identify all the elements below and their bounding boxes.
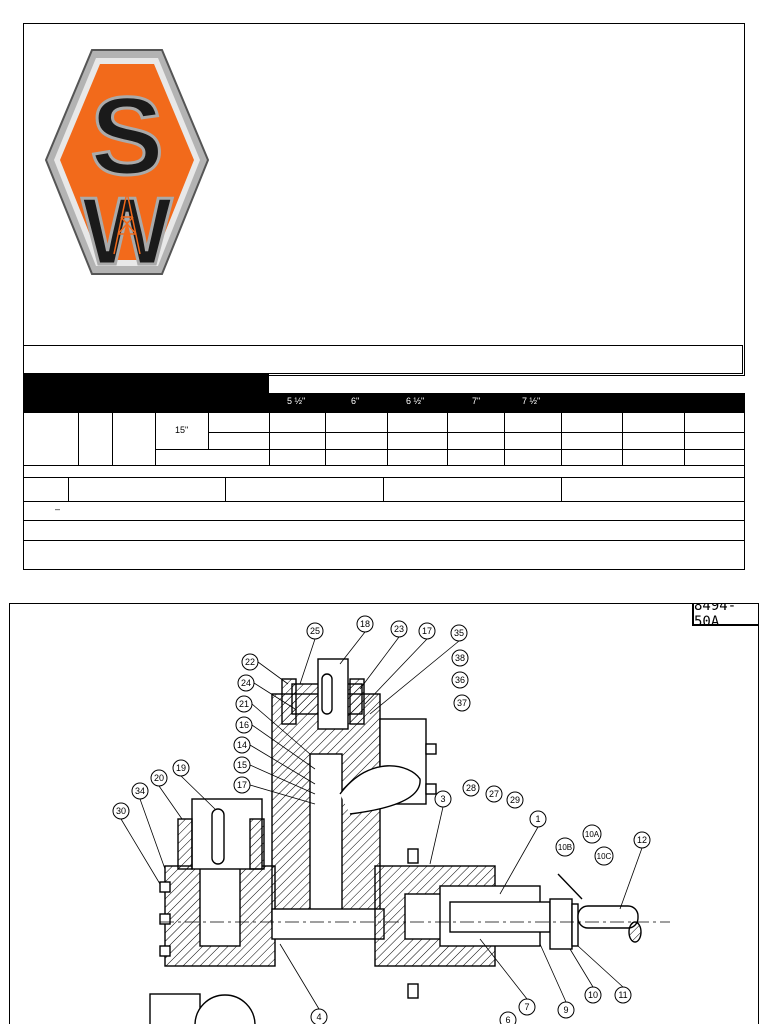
logo-letter-s: S [90,75,163,198]
callout-27: 27 [485,785,503,803]
svg-text:23: 23 [394,624,404,634]
callout-16: 16 [235,716,253,734]
callout-30: 30 [112,802,130,820]
callout-38: 38 [451,649,469,667]
table-header-sizes [269,393,745,412]
svg-text:20: 20 [154,773,164,783]
svg-text:34: 34 [135,786,145,796]
callout-17: 17 [418,622,436,640]
callout-34: 34 [131,782,149,800]
callout-12: 12 [633,831,651,849]
sheet-title-bar [23,345,743,374]
svg-text:12: 12 [637,835,647,845]
svg-text:15: 15 [237,760,247,770]
table-header-left [23,374,269,412]
size-header-7-5: 7 ½" [522,396,541,406]
svg-text:35: 35 [454,628,464,638]
svg-text:10C: 10C [597,852,612,861]
svg-text:10B: 10B [558,843,572,852]
svg-text:24: 24 [241,678,251,688]
assembly-drawing: 8494-50A [9,603,759,1024]
svg-text:4: 4 [316,1012,321,1022]
table-header-group [269,375,745,394]
callout-36: 36 [451,671,469,689]
drawing-number: 8494-50A [692,604,758,630]
company-logo: S W [44,49,210,282]
size-header-5-5: 5 ½" [287,396,306,406]
svg-text:25: 25 [310,626,320,636]
svg-text:36: 36 [455,675,465,685]
callout-10a: 10A [582,824,602,844]
svg-text:17: 17 [237,780,247,790]
callout-35: 35 [450,624,468,642]
callout-4: 4 [310,1008,328,1024]
svg-text:22: 22 [245,657,255,667]
svg-text:9: 9 [563,1005,568,1015]
callout-37: 37 [453,694,471,712]
callout-6: 6 [499,1011,517,1024]
callout-14: 14 [233,736,251,754]
svg-text:7: 7 [524,1002,529,1012]
callout-23: 23 [390,620,408,638]
callout-18: 18 [356,615,374,633]
svg-text:10: 10 [588,990,598,1000]
svg-text:19: 19 [176,763,186,773]
derrick-icon [113,191,141,255]
logo-hexagon [60,64,194,260]
callout-20: 20 [150,769,168,787]
callout-19: 19 [172,759,190,777]
callout-10: 10 [584,986,602,1004]
callout-22: 22 [241,653,259,671]
spec-sheet [23,23,745,570]
callout-21: 21 [235,695,253,713]
callout-1: 1 [529,810,547,828]
callout-24: 24 [237,674,255,692]
callout-7: 7 [518,998,536,1016]
size-header-7: 7" [472,396,481,406]
valve-cross-section: 25 18 23 17 35 22 38 24 36 21 37 16 14 1… [112,615,670,1024]
svg-text:37: 37 [457,698,467,708]
callout-28: 28 [462,779,480,797]
callout-11: 11 [614,986,632,1004]
svg-text:27: 27 [489,789,499,799]
svg-text:1: 1 [535,814,540,824]
svg-text:17: 17 [422,626,432,636]
note-dash: – [55,504,61,514]
svg-text:28: 28 [466,783,476,793]
svg-text:38: 38 [455,653,465,663]
svg-text:29: 29 [510,795,520,805]
svg-text:16: 16 [239,720,249,730]
svg-text:3: 3 [440,794,445,804]
callout-3: 3 [434,790,452,808]
size-header-6-5: 6 ½" [406,396,425,406]
svg-text:18: 18 [360,619,370,629]
callout-25: 25 [306,622,324,640]
svg-text:11: 11 [618,990,627,1000]
svg-text:6: 6 [505,1015,510,1024]
callout-17b: 17 [233,776,251,794]
svg-text:14: 14 [237,740,247,750]
callout-9: 9 [557,1001,575,1019]
callout-15: 15 [233,756,251,774]
callout-10c: 10C [594,846,614,866]
callout-10b: 10B [555,837,575,857]
svg-text:10A: 10A [585,830,600,839]
size-header-6: 6" [351,396,360,406]
callout-29: 29 [506,791,524,809]
svg-text:21: 21 [239,699,249,709]
pressure-cell: 15" [175,425,189,435]
svg-text:30: 30 [116,806,126,816]
